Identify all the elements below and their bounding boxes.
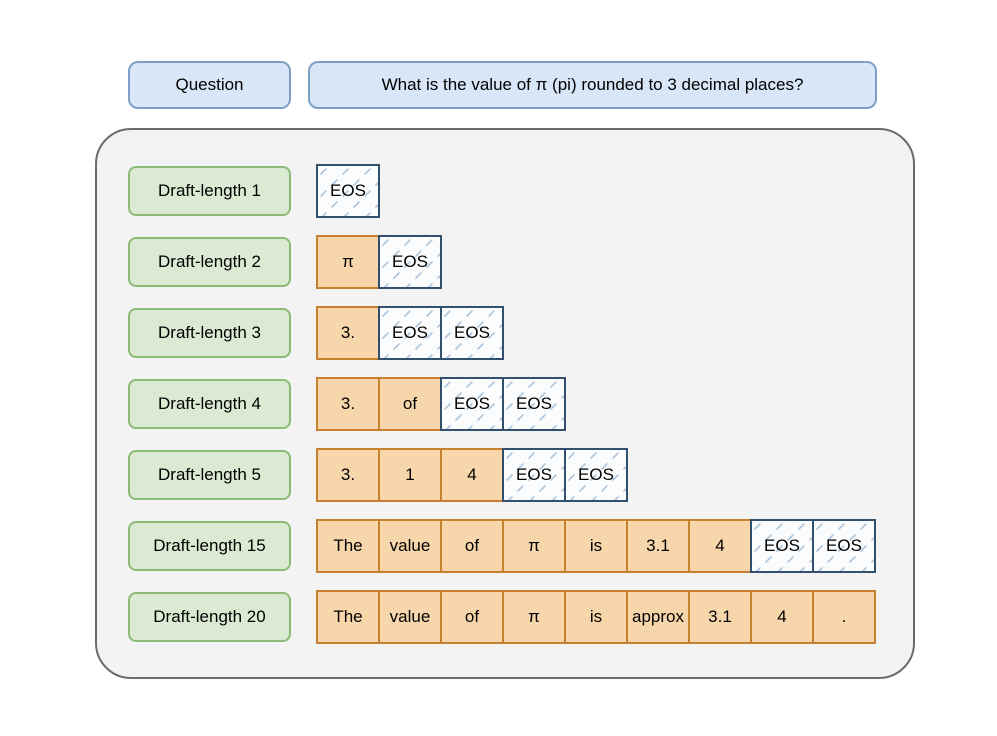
token-text: EOS	[764, 536, 800, 555]
token-text: value	[389, 536, 431, 555]
accepted-token: 3.	[316, 306, 380, 360]
token-text: The	[333, 607, 363, 626]
draft-row: Draft-length 4 3. of EOS EOS	[128, 377, 913, 431]
token-text: 4	[467, 465, 477, 484]
accepted-token: value	[378, 590, 442, 644]
token-text: EOS	[392, 252, 428, 271]
token-text: 1	[405, 465, 415, 484]
accepted-token: 3.1	[688, 590, 752, 644]
token-text: of	[464, 536, 480, 555]
eos-token: EOS	[564, 448, 628, 502]
token-text: 3.	[340, 465, 356, 484]
accepted-token: of	[378, 377, 442, 431]
accepted-token: value	[378, 519, 442, 573]
token-sequence: The value of π is 3.1 4 EOS EOS	[316, 519, 876, 573]
token-text: EOS	[454, 394, 490, 413]
draft-row: Draft-length 3 3. EOS EOS	[128, 306, 913, 360]
accepted-token: 1	[378, 448, 442, 502]
token-text: approx	[632, 607, 684, 626]
token-text: is	[589, 607, 603, 626]
token-text: is	[589, 536, 603, 555]
token-sequence: 3. EOS EOS	[316, 306, 504, 360]
draft-length-label: Draft-length 5	[128, 450, 291, 500]
token-text: EOS	[392, 323, 428, 342]
draft-length-label: Draft-length 1	[128, 166, 291, 216]
token-sequence: EOS	[316, 164, 380, 218]
accepted-token: 4	[440, 448, 504, 502]
token-text: of	[464, 607, 480, 626]
eos-token: EOS	[502, 448, 566, 502]
accepted-token: 4	[688, 519, 752, 573]
accepted-token: 4	[750, 590, 814, 644]
draft-length-label: Draft-length 20	[128, 592, 291, 642]
question-text: What is the value of π (pi) rounded to 3…	[308, 61, 877, 109]
token-text: EOS	[826, 536, 862, 555]
accepted-token: π	[316, 235, 380, 289]
accepted-token: The	[316, 590, 380, 644]
token-sequence: 3. of EOS EOS	[316, 377, 566, 431]
accepted-token: of	[440, 590, 504, 644]
accepted-token: π	[502, 519, 566, 573]
draft-row: Draft-length 20 The value of π is approx 3.1 4.	[128, 590, 913, 644]
token-text: 4	[715, 536, 725, 555]
token-text: EOS	[578, 465, 614, 484]
eos-token: EOS	[502, 377, 566, 431]
question-label: Question	[128, 61, 291, 109]
eos-token: EOS	[812, 519, 876, 573]
token-text: 3.1	[646, 536, 670, 555]
accepted-token: 3.	[316, 377, 380, 431]
draft-row: Draft-length 15 The value of π is 3.1 4 EOS EOS	[128, 519, 913, 573]
token-text: 3.	[340, 394, 356, 413]
accepted-token: π	[502, 590, 566, 644]
draft-length-label: Draft-length 3	[128, 308, 291, 358]
accepted-token: .	[812, 590, 876, 644]
accepted-token: 3.	[316, 448, 380, 502]
draft-row: Draft-length 5 3. 1 4 EOS EOS	[128, 448, 913, 502]
token-sequence: 3. 1 4 EOS EOS	[316, 448, 628, 502]
token-text: EOS	[454, 323, 490, 342]
token-text: of	[402, 394, 418, 413]
token-text: EOS	[516, 465, 552, 484]
accepted-token: The	[316, 519, 380, 573]
eos-token: EOS	[440, 306, 504, 360]
draft-length-label: Draft-length 4	[128, 379, 291, 429]
token-text: EOS	[516, 394, 552, 413]
eos-token: EOS	[316, 164, 380, 218]
draft-row: Draft-length 1 EOS	[128, 164, 913, 218]
draft-length-label: Draft-length 15	[128, 521, 291, 571]
accepted-token: is	[564, 590, 628, 644]
question-row: Question What is the value of π (pi) rou…	[128, 61, 877, 109]
eos-token: EOS	[440, 377, 504, 431]
draft-length-label: Draft-length 2	[128, 237, 291, 287]
token-text: EOS	[330, 181, 366, 200]
token-text: 3.	[340, 323, 356, 342]
token-text: 3.1	[708, 607, 732, 626]
accepted-token: approx	[626, 590, 690, 644]
token-text: π	[342, 252, 354, 271]
token-text: π	[528, 607, 540, 626]
token-text: The	[333, 536, 363, 555]
eos-token: EOS	[378, 235, 442, 289]
eos-token: EOS	[750, 519, 814, 573]
eos-token: EOS	[378, 306, 442, 360]
accepted-token: of	[440, 519, 504, 573]
token-sequence: The value of π is approx 3.1 4.	[316, 590, 876, 644]
token-sequence: π EOS	[316, 235, 442, 289]
token-text: 4	[777, 607, 787, 626]
draft-row: Draft-length 2 π EOS	[128, 235, 913, 289]
token-text: π	[528, 536, 540, 555]
token-text: value	[389, 607, 431, 626]
token-text: .	[841, 607, 847, 626]
accepted-token: 3.1	[626, 519, 690, 573]
accepted-token: is	[564, 519, 628, 573]
